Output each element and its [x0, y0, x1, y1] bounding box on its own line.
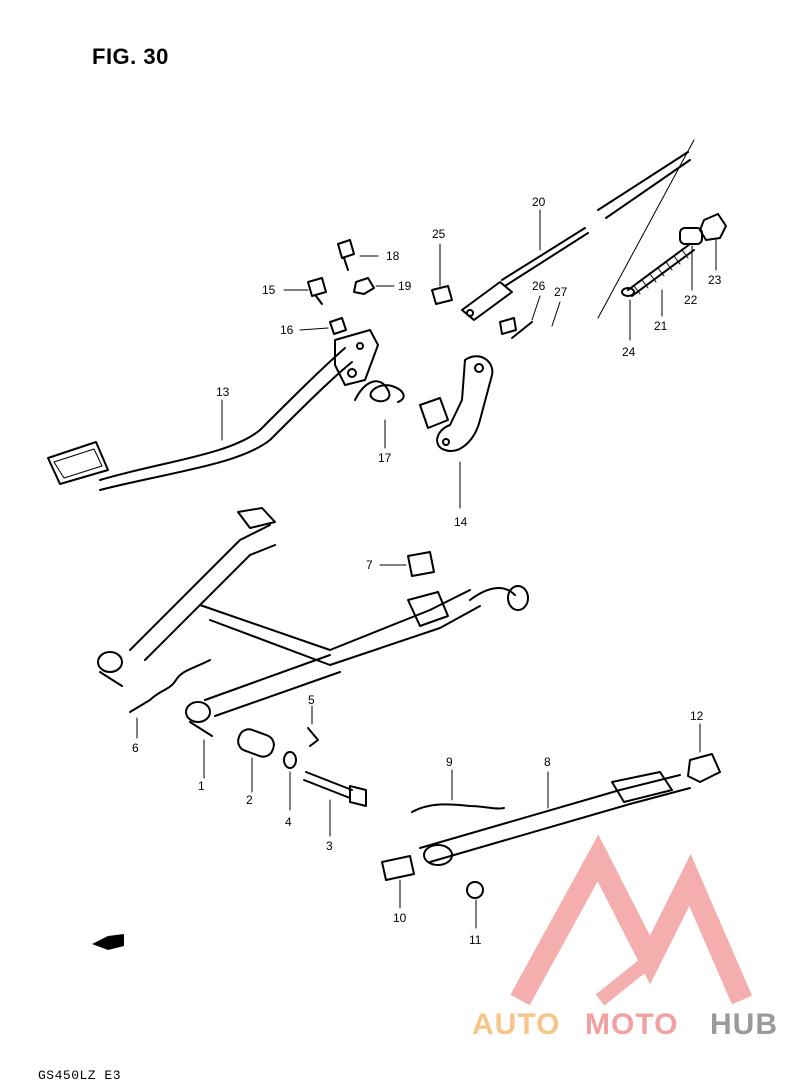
side-stand-part	[419, 771, 691, 866]
callout-13: 13	[216, 385, 230, 399]
nut-11-part	[466, 881, 484, 899]
callout-12: 12	[690, 709, 704, 723]
callout-23: 23	[708, 273, 722, 287]
clip-5-part	[307, 727, 319, 747]
callout-4: 4	[285, 815, 292, 829]
washer-4-part	[283, 751, 297, 769]
figure-title: FIG. 30	[92, 44, 169, 69]
callout-25: 25	[432, 227, 446, 241]
callout-20: 20	[532, 195, 546, 209]
watermark-moto: MOTO	[585, 1008, 679, 1041]
stopper-7-part	[407, 551, 435, 577]
callout-7: 7	[366, 558, 373, 572]
forward-direction-arrow-icon	[92, 934, 124, 950]
automotohub-logo-icon	[510, 834, 753, 1006]
collar-2-part	[237, 728, 275, 758]
brake-cam-lever-part	[419, 355, 494, 452]
pin-part	[431, 285, 453, 305]
callout-18: 18	[386, 249, 400, 263]
callout-10: 10	[393, 911, 407, 925]
watermark-auto: AUTO	[472, 1008, 561, 1041]
bolt-3-part	[303, 771, 367, 807]
callout-8: 8	[544, 755, 551, 769]
callout-2: 2	[246, 793, 253, 807]
callout-5: 5	[308, 693, 315, 707]
callout-21: 21	[654, 319, 668, 333]
callout-26: 26	[532, 279, 546, 293]
callout-24: 24	[622, 345, 636, 359]
washer-24-part	[621, 287, 635, 297]
callout-1: 1	[198, 779, 205, 793]
return-spring-part	[354, 380, 405, 403]
callout-3: 3	[326, 839, 333, 853]
callout-14: 14	[454, 515, 468, 529]
collar-22-part	[679, 227, 703, 245]
cotter-pin-part	[511, 321, 533, 339]
callout-22: 22	[684, 293, 698, 307]
callout-15: 15	[262, 283, 276, 297]
bolt-15-part	[307, 277, 327, 305]
spring-6-part	[129, 659, 211, 713]
nut-23-part	[699, 213, 727, 241]
callout-27: 27	[554, 285, 568, 299]
spring-9-part	[411, 803, 505, 813]
bolt-18-part	[337, 239, 355, 271]
brake-rod-part	[461, 227, 589, 321]
callout-9: 9	[446, 755, 453, 769]
watermark-hub: HUB	[710, 1008, 778, 1041]
callout-19: 19	[398, 279, 412, 293]
brake-pedal-part	[47, 329, 379, 491]
spring-21-part	[627, 243, 695, 297]
callout-17: 17	[378, 451, 392, 465]
bolt-10-part	[381, 855, 415, 881]
nut-16-part	[329, 317, 347, 335]
callout-11: 11	[469, 933, 482, 947]
rubber-12-part	[687, 753, 721, 783]
washer-part	[499, 317, 517, 335]
callout-16: 16	[280, 323, 294, 337]
nut-19-part	[353, 277, 375, 295]
spring-coils	[633, 249, 689, 295]
callout-6: 6	[132, 741, 139, 755]
model-footer: GS450LZ E3	[38, 1068, 122, 1083]
center-stand-part	[97, 507, 529, 737]
